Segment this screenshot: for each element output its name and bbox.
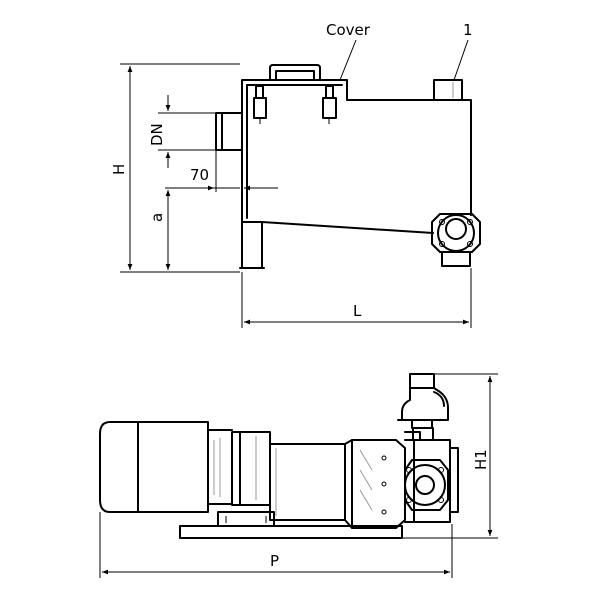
part-1-fitting bbox=[433, 79, 463, 101]
cover-latch-right bbox=[322, 85, 337, 124]
pump-head bbox=[404, 427, 459, 523]
dim-l-label: L bbox=[353, 302, 362, 320]
pump-assembly-view bbox=[99, 373, 459, 539]
top-inlet-elbow bbox=[397, 373, 449, 429]
cover-handle bbox=[269, 64, 321, 81]
pump-housing bbox=[344, 439, 406, 529]
side-port-flange bbox=[404, 459, 449, 511]
dim-h-label: H bbox=[110, 164, 128, 175]
tank-foot-right bbox=[441, 251, 471, 267]
dim-p-label: P bbox=[270, 552, 279, 570]
dim-70-label: 70 bbox=[190, 166, 209, 184]
cover-latch-left bbox=[253, 85, 267, 124]
cover-label: Cover bbox=[326, 21, 371, 39]
assembly-dimensions bbox=[99, 373, 498, 578]
inlet-pipe bbox=[215, 112, 243, 151]
tank-body bbox=[241, 79, 472, 269]
tank-dimensions bbox=[120, 39, 472, 328]
tank-view bbox=[215, 64, 481, 269]
dim-a-label: a bbox=[148, 213, 166, 222]
gearbox bbox=[217, 431, 346, 527]
dim-dn-label: DN bbox=[148, 123, 166, 146]
motor bbox=[99, 421, 233, 513]
dim-h1-label: H1 bbox=[472, 449, 490, 470]
part-1-label: 1 bbox=[463, 21, 473, 39]
pump-port-flange bbox=[431, 213, 481, 253]
base-plate bbox=[179, 525, 403, 539]
